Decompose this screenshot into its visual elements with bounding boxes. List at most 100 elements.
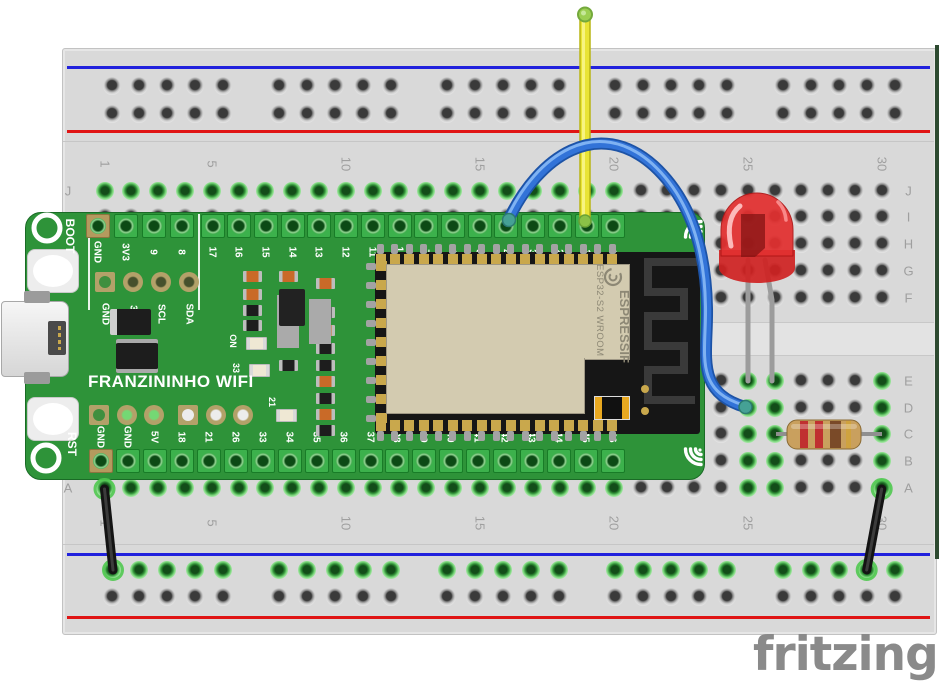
aux-pad-GND[interactable] — [95, 272, 115, 292]
led-red[interactable] — [719, 192, 795, 384]
module-pin — [565, 244, 573, 254]
jumper-wire-left[interactable] — [93, 478, 124, 581]
board-pin-37[interactable] — [358, 449, 383, 473]
board-pin-26[interactable] — [223, 449, 248, 473]
module-pin — [608, 244, 616, 254]
module-pad — [607, 420, 618, 431]
module-pad — [607, 254, 618, 265]
board-pin-17[interactable] — [200, 213, 225, 238]
board-pin-36[interactable] — [331, 449, 356, 473]
resistor-220[interactable] — [776, 419, 882, 450]
top-rail-hole — [326, 77, 345, 95]
bottom-rail-hole — [214, 588, 233, 606]
rst-button[interactable] — [27, 397, 79, 441]
module-vendor-text: ESPRESSIF — [617, 290, 632, 363]
module-pin — [550, 244, 558, 254]
silk-divider — [198, 214, 200, 310]
bottom-rail-hole — [298, 588, 317, 606]
top-rail-hole — [466, 104, 485, 123]
row-letter-G: G — [903, 263, 914, 279]
module-pin — [579, 431, 587, 441]
board-pin-9[interactable] — [142, 213, 166, 238]
board-pin-7[interactable] — [414, 213, 439, 238]
jumper-wire-right[interactable] — [855, 478, 893, 581]
breadboard-hole-E29 — [845, 371, 864, 390]
board-pin-34[interactable] — [277, 449, 302, 473]
board-pin-38[interactable] — [385, 449, 410, 473]
board-pin-18[interactable] — [169, 449, 194, 473]
board-pin-46[interactable] — [601, 449, 626, 473]
breadboard-hole-D26 — [765, 398, 784, 417]
board-pin-35[interactable] — [304, 449, 329, 473]
breadboard-hole-J29 — [845, 181, 864, 200]
smd-capacitor — [316, 393, 335, 404]
module-pin — [536, 244, 544, 254]
board-pin-43[interactable] — [520, 449, 545, 473]
module-pad — [447, 254, 458, 265]
board-pin-42[interactable] — [493, 449, 518, 473]
aux-pad-3V3[interactable] — [123, 272, 143, 292]
module-pin — [463, 244, 471, 254]
breadboard-hole-J14 — [443, 181, 462, 200]
module-pin — [366, 300, 376, 308]
breadboard-hole-J12 — [390, 181, 409, 200]
board-pin-8[interactable] — [170, 213, 194, 238]
aux-pad-SDA[interactable] — [179, 272, 199, 292]
top-rail-hole — [773, 77, 792, 95]
blue-wire[interactable] — [501, 137, 753, 415]
top-rail-hole — [857, 104, 876, 123]
aux-pad-SCL[interactable] — [151, 272, 171, 292]
board-pin-16[interactable] — [227, 213, 252, 238]
yellow-wire[interactable] — [577, 6, 593, 228]
top-rail-hole — [130, 77, 149, 95]
module-pad — [520, 420, 531, 431]
row-letter-A: A — [904, 480, 913, 496]
smd-led — [246, 337, 267, 350]
breadboard-hole-J28 — [819, 181, 838, 200]
board-pin-3[interactable] — [521, 213, 546, 238]
breadboard-hole-D29 — [845, 398, 864, 417]
module-pin — [449, 244, 457, 254]
module-pin — [463, 431, 471, 441]
module-pin — [366, 338, 376, 346]
board-pin-2[interactable] — [547, 213, 572, 238]
board-pin-44[interactable] — [547, 449, 572, 473]
board-pin-GND[interactable] — [89, 449, 113, 473]
bottom-rail-hole — [773, 560, 792, 579]
breadboard-hole-A13 — [417, 479, 436, 498]
top-rail-hole — [186, 77, 205, 95]
board-pin-GND[interactable] — [86, 213, 110, 238]
board-pin-3V3[interactable] — [114, 213, 138, 238]
breadboard-hole-G28 — [819, 261, 838, 280]
board-pin-5[interactable] — [467, 213, 492, 238]
board-pin-39[interactable] — [412, 449, 437, 473]
board-pin-40[interactable] — [439, 449, 464, 473]
module-shield — [386, 264, 630, 360]
smd-resistor — [316, 376, 335, 387]
board-pin-13[interactable] — [307, 213, 332, 238]
board-pin-45[interactable] — [574, 449, 599, 473]
board-pin-14[interactable] — [280, 213, 305, 238]
row-letter-I: I — [906, 209, 911, 225]
boot-button[interactable] — [27, 249, 79, 293]
board-pin-6[interactable] — [440, 213, 465, 238]
board-pin-21[interactable] — [196, 449, 221, 473]
board-pin-33[interactable] — [250, 449, 275, 473]
board-pin-5V[interactable] — [142, 449, 167, 473]
board-pin-41[interactable] — [466, 449, 491, 473]
bottom-rail-hole — [885, 560, 904, 579]
module-pad — [549, 254, 560, 265]
board-pin-GND[interactable] — [115, 449, 140, 473]
module-pad — [505, 420, 516, 431]
board-pin-12[interactable] — [334, 213, 359, 238]
board-pin-11[interactable] — [360, 213, 385, 238]
module-pin — [366, 262, 376, 270]
board-pin-10[interactable] — [387, 213, 412, 238]
smd-capacitor — [243, 320, 262, 331]
module-pin — [391, 244, 399, 254]
board-pin-15[interactable] — [253, 213, 278, 238]
breadboard-hole-A7 — [256, 479, 275, 498]
board-pin-0[interactable] — [601, 213, 626, 238]
module-pad — [376, 261, 387, 271]
